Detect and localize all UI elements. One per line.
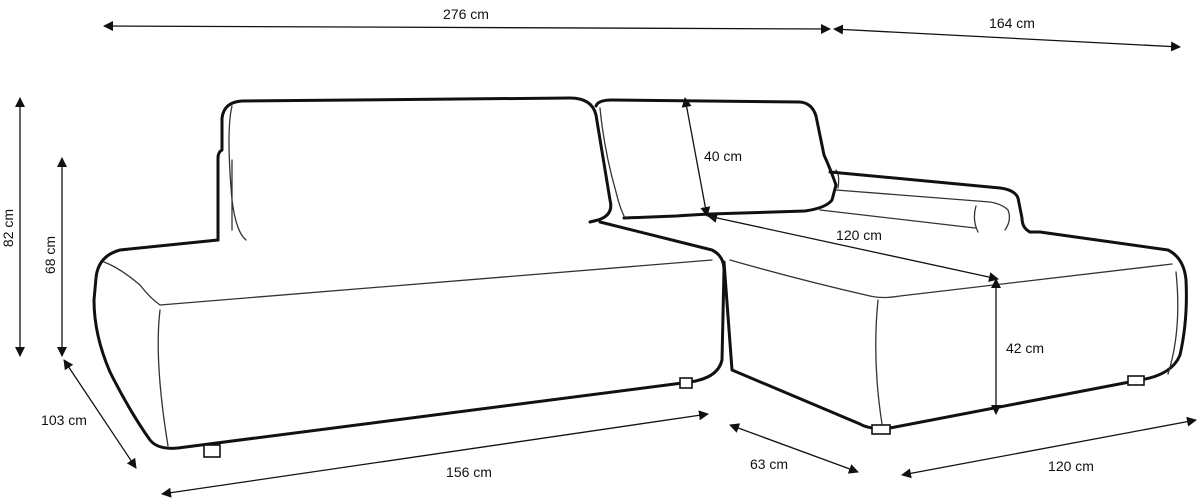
dimension-lines bbox=[15, 21, 1197, 498]
main-back-cushion bbox=[216, 96, 613, 242]
dim-line-chaise-length bbox=[901, 416, 1197, 479]
dim-line-chaise-side-depth bbox=[833, 24, 1181, 52]
label-chaise-length: 120 cm bbox=[1048, 458, 1094, 474]
dim-line-main-depth bbox=[63, 359, 137, 469]
dim-line-total-width bbox=[103, 21, 831, 34]
label-armrest-height: 68 cm bbox=[42, 236, 58, 274]
dimension-labels: 276 cm 164 cm 82 cm 68 cm 40 cm 120 cm 4… bbox=[0, 6, 1094, 480]
main-seat bbox=[92, 220, 726, 450]
chaise-armrest-inner bbox=[819, 189, 1011, 233]
dim-line-backrest-height bbox=[681, 97, 711, 217]
foot-chaise-front bbox=[871, 424, 891, 435]
sofa-drawing bbox=[92, 96, 1188, 458]
foot-main-left bbox=[203, 444, 221, 458]
corner-back-cushion-inner bbox=[599, 107, 840, 217]
label-chaise-width: 63 cm bbox=[750, 456, 788, 472]
label-total-height: 82 cm bbox=[0, 209, 16, 247]
label-seat-height: 42 cm bbox=[1006, 340, 1044, 356]
label-chaise-inner-length: 120 cm bbox=[836, 227, 882, 243]
chaise-seat bbox=[722, 230, 1188, 430]
label-total-width: 276 cm bbox=[443, 6, 489, 22]
main-back-cushion-inner bbox=[228, 105, 247, 241]
chaise-armrest bbox=[828, 170, 1032, 234]
label-backrest-height: 40 cm bbox=[704, 148, 742, 164]
dim-line-chaise-inner-length bbox=[707, 213, 999, 282]
foot-main-right bbox=[679, 377, 693, 389]
label-main-depth: 103 cm bbox=[41, 412, 87, 428]
label-chaise-side-depth: 164 cm bbox=[989, 15, 1035, 31]
foot-chaise-back bbox=[1127, 375, 1145, 386]
dim-line-main-front-length bbox=[161, 410, 709, 498]
dim-line-chaise-width bbox=[729, 423, 859, 474]
chaise-seat-front-edge bbox=[729, 259, 1179, 425]
label-main-front-length: 156 cm bbox=[446, 464, 492, 480]
